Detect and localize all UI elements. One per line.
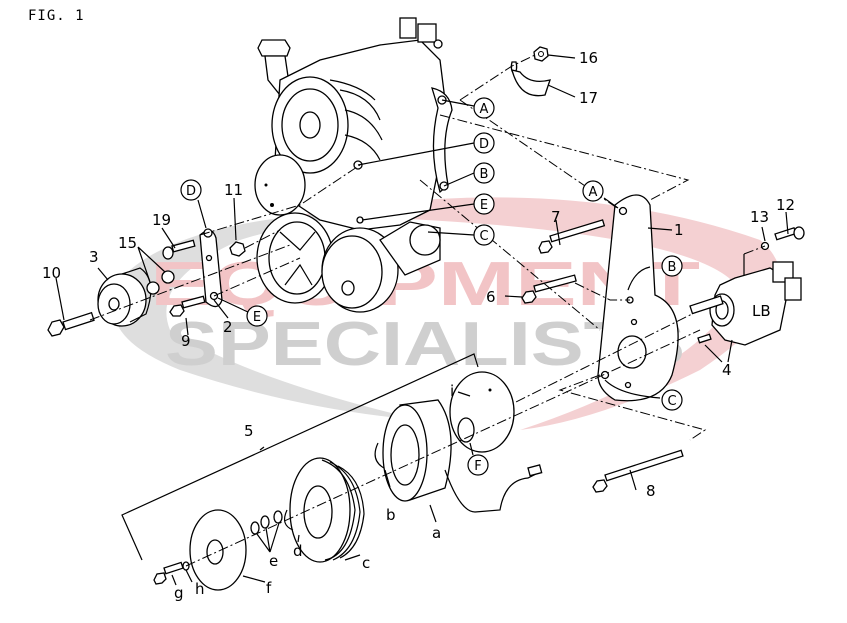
marker-C-left: C [473, 224, 495, 246]
watermark-swoosh-gray [113, 210, 421, 420]
callout-10: 10 [42, 264, 61, 282]
svg-text:E: E [480, 198, 488, 213]
callout-7: 7 [551, 208, 561, 226]
reference-markers: A D B E C D E A [180, 97, 683, 476]
callout-6: 6 [486, 288, 496, 306]
marker-A-left: A [473, 97, 495, 119]
callout-4: 4 [722, 361, 732, 379]
callout-13: 13 [750, 208, 769, 226]
svg-text:D: D [186, 184, 196, 199]
marker-D-left: D [180, 179, 202, 201]
marker-A-arm: A [582, 180, 604, 202]
callout-g: g [174, 584, 184, 602]
mounting-arm [419, 99, 721, 493]
part-number-labels: 1 2 3 4 5 6 7 8 9 10 11 12 13 15 16 17 1… [42, 49, 795, 602]
callout-8: 8 [646, 482, 656, 500]
svg-text:B: B [668, 260, 677, 275]
svg-text:B: B [480, 167, 489, 182]
callout-15: 15 [118, 234, 137, 252]
compressor-engine-assembly [254, 17, 453, 313]
callout-f: f [266, 579, 272, 597]
callout-i: i [450, 382, 454, 400]
callout-h: h [195, 580, 205, 598]
callout-c: c [362, 554, 370, 572]
callout-5: 5 [244, 422, 254, 440]
callout-e: e [269, 552, 278, 570]
marker-E-right: E [473, 193, 495, 215]
clutch-assembly [121, 329, 701, 591]
callout-17: 17 [579, 89, 598, 107]
marker-D-right: D [473, 132, 495, 154]
marker-F: F [467, 454, 489, 476]
callout-12: 12 [776, 196, 795, 214]
marker-B-arm: B [661, 255, 683, 277]
svg-text:A: A [480, 102, 489, 117]
idler-assembly [47, 164, 361, 337]
callout-11: 11 [224, 181, 243, 199]
clip-and-nut [459, 46, 576, 101]
marker-C-arm: C [661, 389, 683, 411]
marker-B-left: B [473, 162, 495, 184]
callout-19: 19 [152, 211, 171, 229]
callout-2: 2 [223, 318, 233, 336]
callout-a: a [432, 524, 441, 542]
callout-9: 9 [181, 332, 191, 350]
figure-title: FIG. 1 [28, 8, 85, 24]
callout-1: 1 [674, 221, 684, 239]
callout-b: b [386, 506, 396, 524]
svg-text:C: C [479, 229, 488, 244]
svg-text:F: F [474, 459, 481, 474]
callout-d: d [293, 542, 303, 560]
svg-text:D: D [479, 137, 489, 152]
marker-E-left: E [246, 305, 268, 327]
pump-marking: LB [752, 302, 771, 320]
svg-text:E: E [253, 310, 261, 325]
hydraulic-pump: LB [689, 211, 805, 363]
callout-16: 16 [579, 49, 598, 67]
callout-3: 3 [89, 248, 99, 266]
svg-text:A: A [589, 185, 598, 200]
svg-text:C: C [667, 394, 676, 409]
